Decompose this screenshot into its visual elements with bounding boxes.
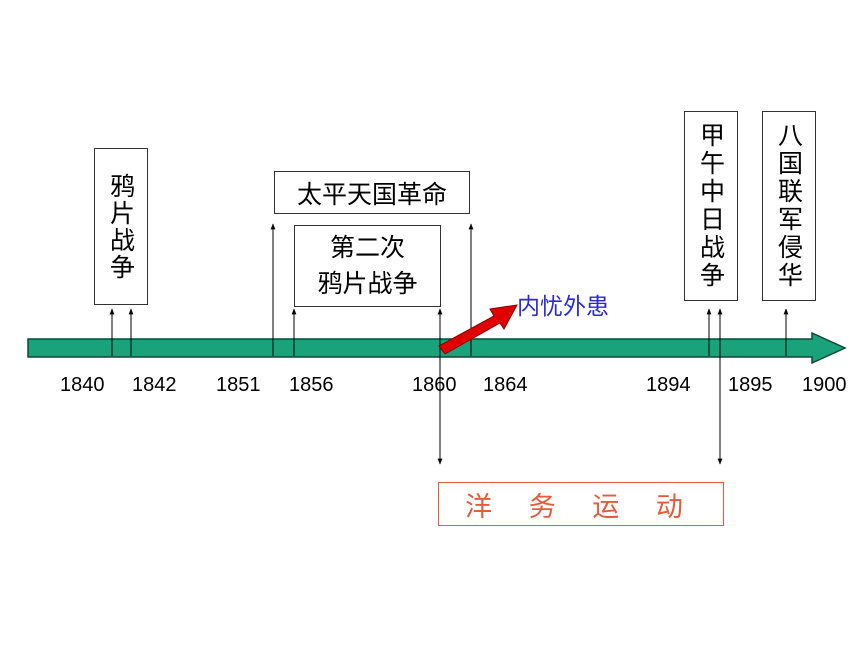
year-label: 1895 [728, 374, 773, 396]
event-taiping-text: 太平天国革命 [296, 179, 447, 209]
year-label: 1842 [132, 374, 177, 396]
year-label: 1856 [289, 374, 334, 396]
event-opium-war-text: 鸦片战争 [106, 172, 136, 281]
year-label: 1864 [483, 374, 528, 396]
event-taiping: 太平天国革命 [274, 171, 470, 214]
event-eight-nation-alliance: 八国联军侵华 [762, 111, 816, 301]
year-label: 1860 [412, 374, 457, 396]
timeline-arrow [27, 331, 847, 365]
event-second-opium-war-line1: 第二次 [329, 233, 405, 262]
event-self-strengthening: 洋 务 运 动 [438, 482, 724, 526]
year-label: 1894 [646, 374, 691, 396]
event-self-strengthening-text: 洋 务 运 动 [465, 491, 697, 523]
event-sino-japanese-war: 甲午中日战争 [684, 111, 738, 301]
year-label: 1851 [216, 374, 261, 396]
event-second-opium-war-line2: 鸦片战争 [317, 269, 418, 298]
event-opium-war: 鸦片战争 [94, 148, 148, 305]
label-domestic-foreign-troubles: 内忧外患 [517, 294, 609, 320]
year-label: 1900 [802, 374, 847, 396]
year-label: 1840 [60, 374, 105, 396]
event-second-opium-war: 第二次 鸦片战争 [294, 225, 441, 307]
red-arrow [438, 304, 518, 355]
event-eight-nation-alliance-text: 八国联军侵华 [774, 122, 804, 290]
event-sino-japanese-war-text: 甲午中日战争 [696, 122, 726, 290]
